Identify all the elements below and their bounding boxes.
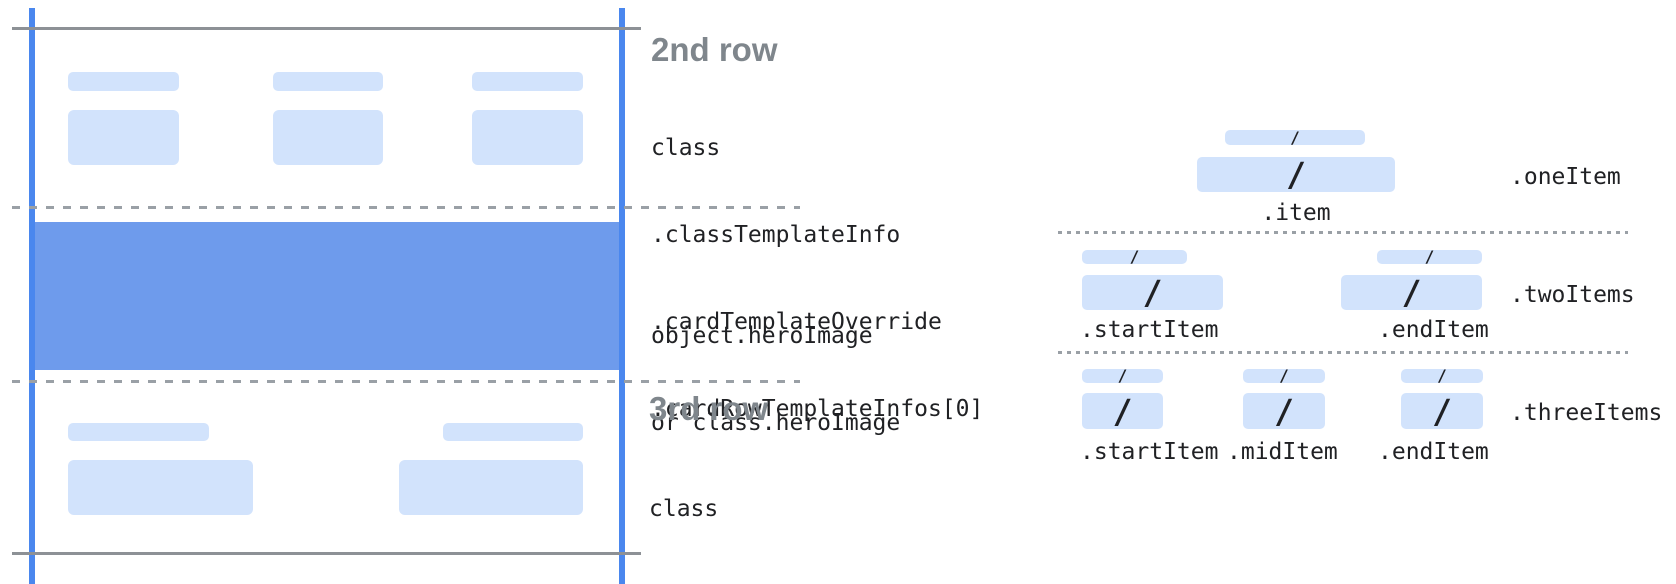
oneitem-label-chip: / xyxy=(1225,127,1365,147)
row3-col1-label-chip xyxy=(68,423,209,441)
row2-col3-label-chip xyxy=(472,72,583,91)
slash-icon: / xyxy=(1437,366,1447,385)
code-line: class xyxy=(651,135,721,161)
row3-col2-label-chip xyxy=(443,423,583,441)
row3-col2-value-chip xyxy=(399,460,583,515)
row3-divider-dashed-line xyxy=(12,380,800,383)
hero-image-band xyxy=(29,222,625,370)
code-line: .cardTemplateOverride xyxy=(651,309,942,335)
slash-icon: / xyxy=(1401,273,1422,312)
twoitems-end-value-chip: / xyxy=(1341,275,1482,310)
slash-icon: / xyxy=(1290,127,1300,147)
twoitems-end-label-chip: / xyxy=(1377,247,1482,266)
slash-icon: / xyxy=(1112,391,1133,431)
code-line: .cardRowTemplateInfos[0] xyxy=(651,396,984,422)
twoitems-group-label: .twoItems xyxy=(1510,282,1635,308)
row2-col2-value-chip xyxy=(273,110,383,165)
oneitem-group-label: .oneItem xyxy=(1510,164,1621,190)
hero-code-block: object.heroImage or class.heroImage xyxy=(651,264,900,496)
twoitems-start-value-chip: / xyxy=(1082,275,1223,310)
slash-icon: / xyxy=(1274,391,1294,431)
card-right-guide-line xyxy=(619,8,625,584)
row2-col1-value-chip xyxy=(68,110,179,165)
item-label: .endItem xyxy=(1378,439,1489,465)
slash-icon: / xyxy=(1286,155,1306,194)
threeitems-end-value-chip: / xyxy=(1401,393,1483,429)
code-line: .classTemplateInfo xyxy=(651,222,901,248)
row2-col2-label-chip xyxy=(273,72,383,91)
oneitem-divider-dashed-line xyxy=(1058,231,1628,234)
slash-icon: / xyxy=(1279,366,1289,385)
row3-code-block: class .classTemplateInfo .cardTemplateOv… xyxy=(649,437,981,584)
threeitems-mid-label-chip: / xyxy=(1243,366,1325,385)
code-line: class xyxy=(649,496,719,522)
slash-icon: / xyxy=(1432,391,1452,431)
row2-col3-value-chip xyxy=(472,110,583,165)
threeitems-start-label-chip: / xyxy=(1082,366,1163,385)
row2-code-block: class .classTemplateInfo .cardTemplateOv… xyxy=(651,76,983,482)
threeitems-start-value-chip: / xyxy=(1082,393,1163,429)
row2-divider-dashed-line xyxy=(12,206,800,209)
item-label: .endItem xyxy=(1378,317,1489,343)
row3-heading: 3rd row xyxy=(649,390,769,427)
threeitems-group-label: .threeItems xyxy=(1510,400,1663,426)
threeitems-mid-value-chip: / xyxy=(1243,393,1325,429)
slash-icon: / xyxy=(1142,273,1163,312)
slash-icon: / xyxy=(1129,247,1140,266)
threeitems-end-label-chip: / xyxy=(1401,366,1483,385)
card-top-line xyxy=(12,27,641,30)
code-line: object.heroImage xyxy=(651,323,873,349)
twoitems-start-label-chip: / xyxy=(1082,247,1187,266)
item-label: .midItem xyxy=(1227,439,1338,465)
oneitem-value-chip: / xyxy=(1197,157,1395,192)
card-left-guide-line xyxy=(29,8,35,584)
slash-icon: / xyxy=(1424,247,1435,266)
slash-icon: / xyxy=(1117,366,1128,385)
item-label: .startItem xyxy=(1080,439,1219,465)
row3-col1-value-chip xyxy=(68,460,253,515)
code-line: or class.heroImage xyxy=(651,410,901,436)
row2-col1-label-chip xyxy=(68,72,179,91)
item-label: .item xyxy=(1261,200,1331,226)
row2-heading: 2nd row xyxy=(651,31,778,68)
item-label: .startItem xyxy=(1080,317,1219,343)
card-bottom-line xyxy=(12,552,641,555)
twoitems-divider-dashed-line xyxy=(1058,351,1628,354)
